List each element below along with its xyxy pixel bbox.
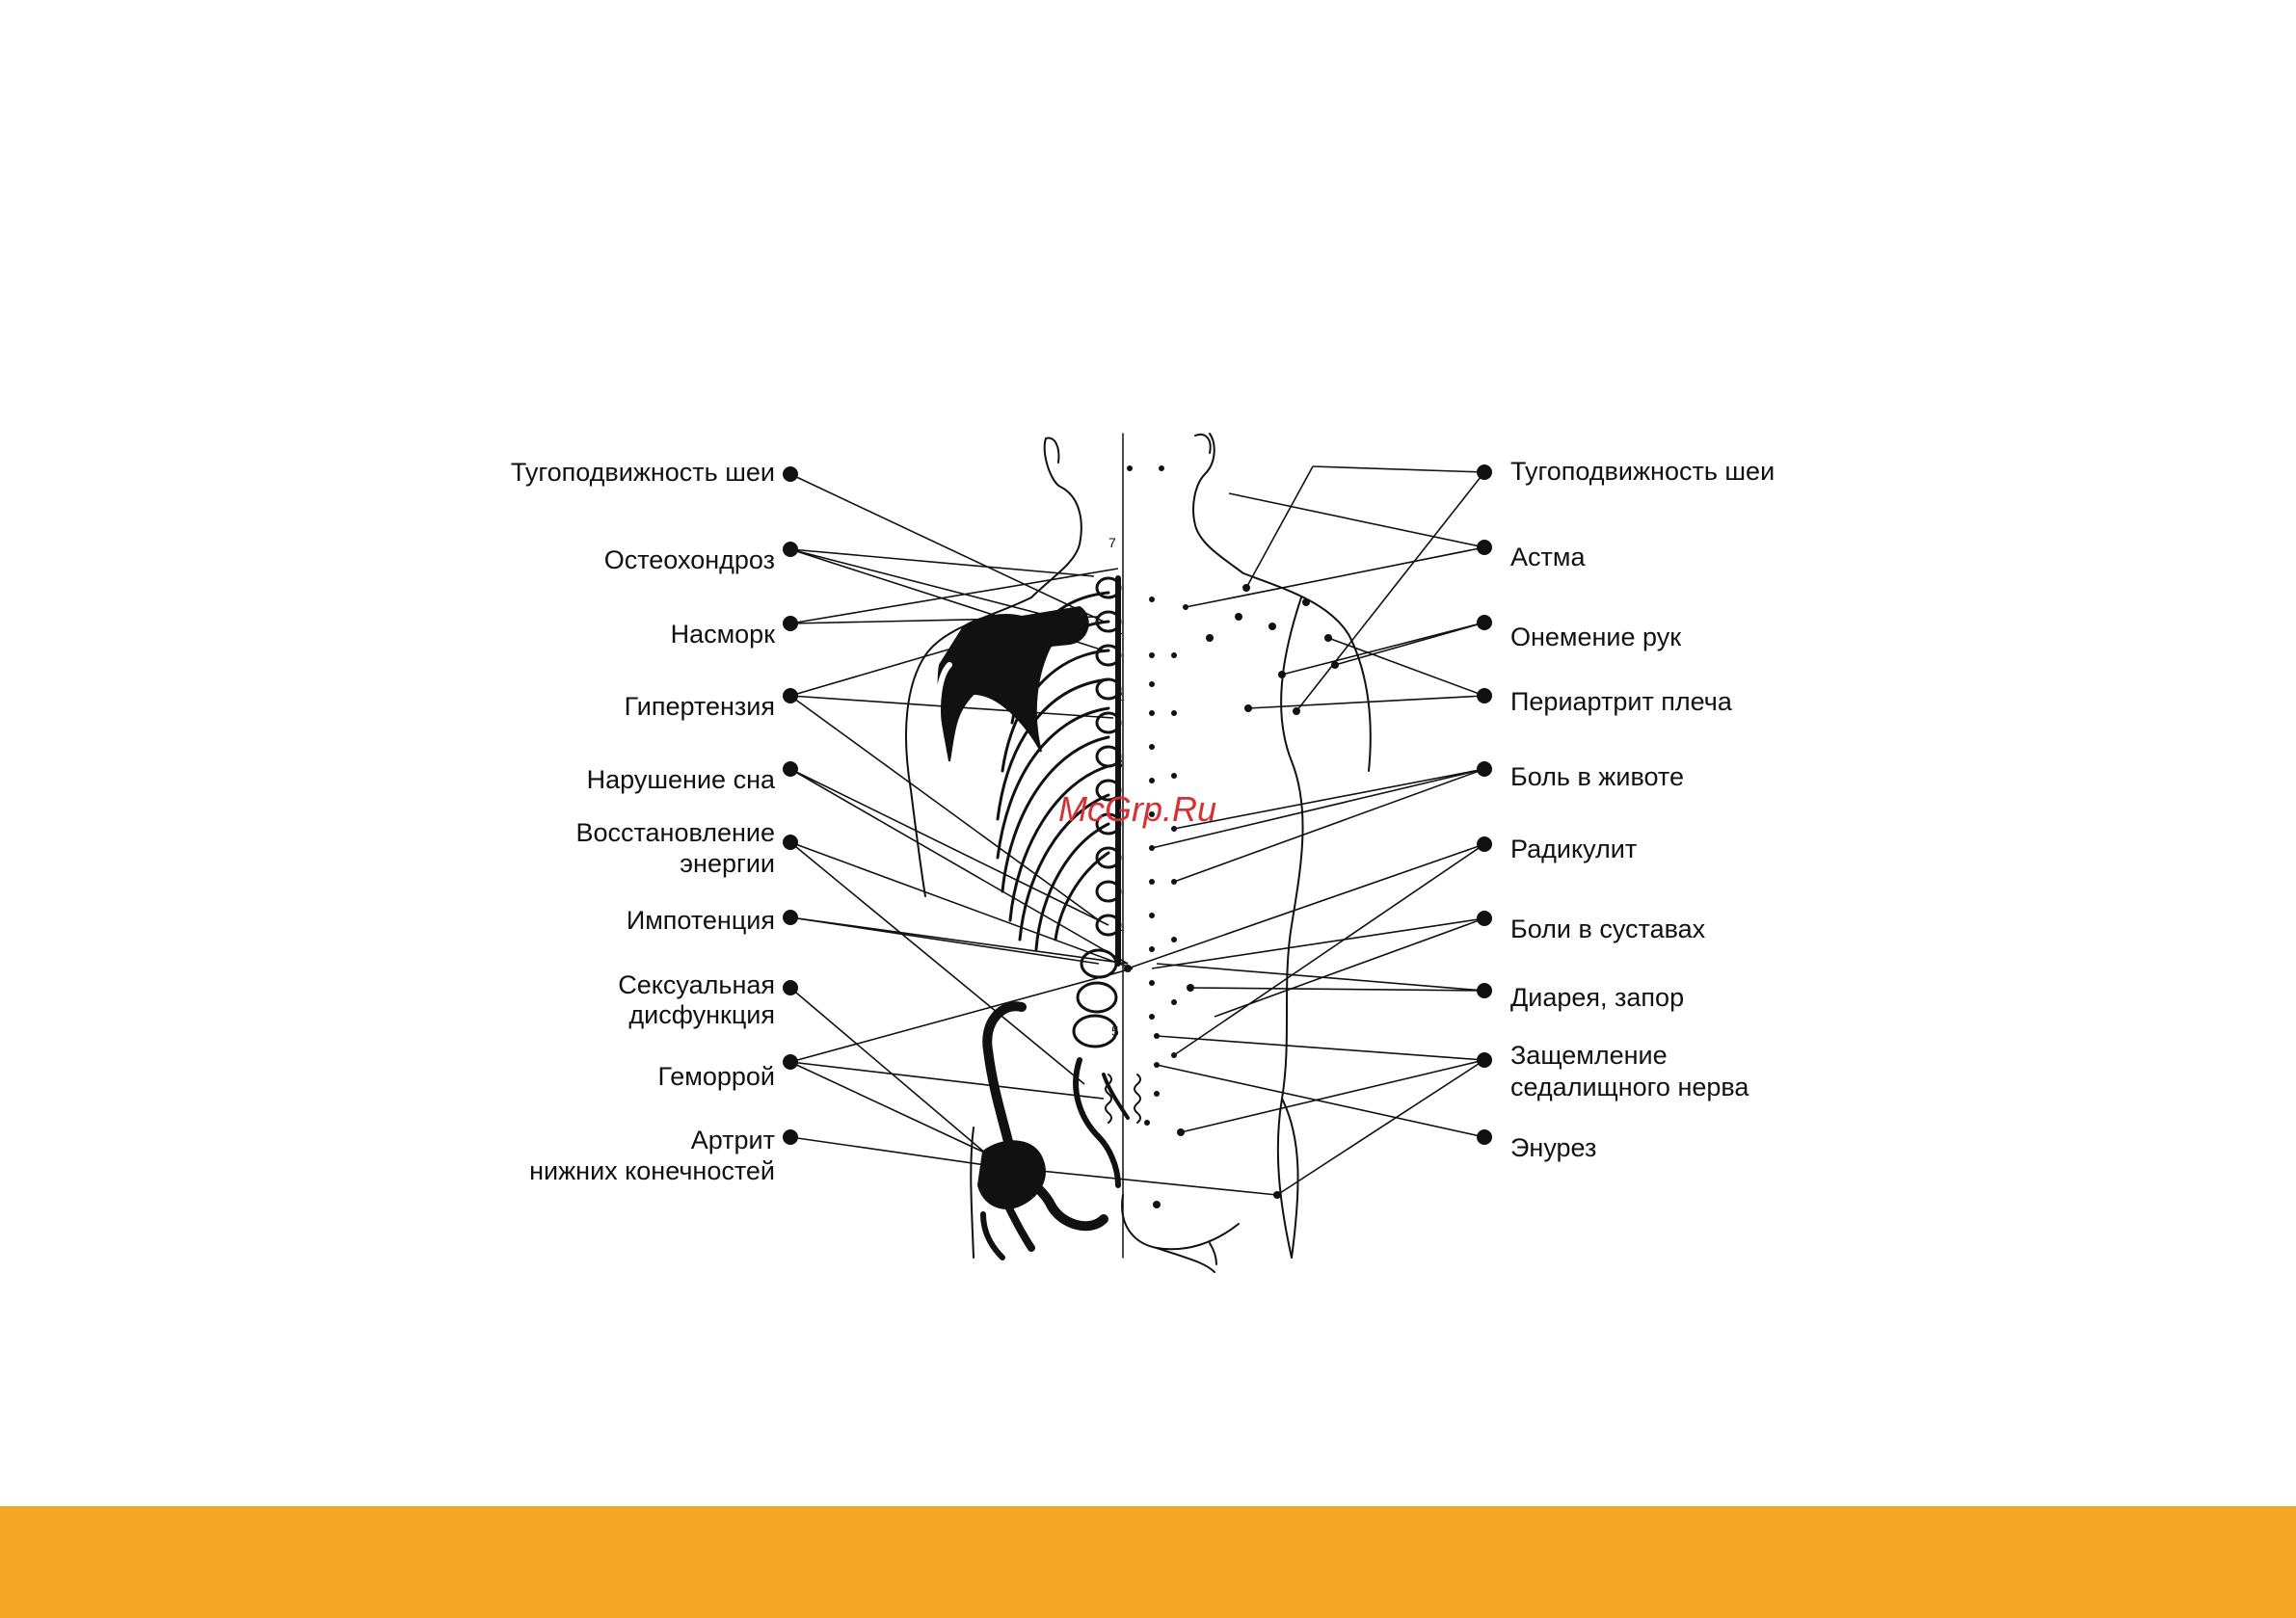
label-joint-pain: Боли в суставах (1510, 915, 1706, 943)
label-marker (783, 542, 798, 557)
label-marker (1477, 1129, 1492, 1145)
label-abdominal-pain: Боль в животе (1510, 762, 1684, 791)
label-sexual-dysfunction-line2: дисфункция (628, 1000, 775, 1029)
label-marker (783, 980, 798, 995)
label-marker (1477, 540, 1492, 555)
label-neck-stiffness-left: Тугоподвижность шеи (511, 458, 775, 487)
vertebra-mark: 4 (1115, 920, 1123, 936)
vertebra-mark: 7 (1108, 535, 1116, 550)
label-marker (783, 688, 798, 703)
label-radiculitis: Радикулит (1510, 835, 1637, 863)
label-asthma: Астма (1510, 543, 1586, 571)
label-marker (1477, 1052, 1492, 1068)
right-labels: Тугоподвижность шеи Астма Онемение рук П… (1477, 457, 1775, 1162)
vertebra-mark: 2 (1115, 688, 1123, 703)
footer-accent-bar (0, 1506, 2296, 1618)
label-hemorrhoids: Геморрой (657, 1062, 775, 1091)
label-shoulder-periarthritis: Периартрит плеча (1510, 687, 1733, 716)
label-energy-restoration: Восстановление (575, 818, 775, 847)
label-runny-nose: Насморк (671, 620, 776, 649)
watermark: McGrp.Ru (1058, 789, 1216, 829)
label-impotence: Импотенция (627, 906, 775, 935)
label-marker (783, 761, 798, 777)
label-marker (1477, 688, 1492, 703)
label-diarrhea-constipation: Диарея, запор (1510, 983, 1684, 1012)
vertebra-mark: 1 (1115, 622, 1123, 637)
left-labels: Тугоподвижность шеи Остеохондроз Насморк… (511, 458, 798, 1185)
label-energy-restoration-line2: энергии (680, 849, 775, 878)
back-figure (905, 433, 1372, 1273)
label-marker (1477, 911, 1492, 926)
label-sciatic-nerve: Защемление (1510, 1041, 1668, 1070)
label-marker (783, 910, 798, 925)
label-sexual-dysfunction: Сексуальная (618, 970, 775, 999)
label-enuresis: Энурез (1510, 1133, 1596, 1162)
label-marker (783, 616, 798, 631)
label-sleep-disorder: Нарушение сна (587, 765, 776, 794)
acupoints (1124, 465, 1339, 1208)
label-marker (1477, 464, 1492, 480)
label-lower-limb-arthritis-line2: нижних конечностей (529, 1156, 775, 1185)
label-osteochondrosis: Остеохондроз (604, 545, 775, 574)
label-marker (1477, 983, 1492, 998)
label-neck-stiffness-right: Тугоподвижность шеи (1510, 457, 1775, 486)
label-marker (783, 1129, 798, 1145)
vertebra-numbers: 7 1 2 3 4 5 (1108, 535, 1123, 1039)
label-marker (783, 1054, 798, 1070)
label-marker (1477, 615, 1492, 630)
label-marker (783, 835, 798, 850)
label-marker (1477, 761, 1492, 777)
label-marker (783, 466, 798, 482)
leader-lines (789, 465, 1485, 1196)
label-marker (1477, 836, 1492, 852)
label-arm-numbness: Онемение рук (1510, 623, 1681, 651)
vertebra-mark: 5 (1111, 1023, 1119, 1039)
label-sciatic-nerve-line2: седалищного нерва (1510, 1073, 1749, 1101)
label-hypertension: Гипертензия (625, 692, 775, 721)
vertebra-mark: 3 (1115, 756, 1123, 771)
label-lower-limb-arthritis: Артрит (691, 1126, 775, 1154)
